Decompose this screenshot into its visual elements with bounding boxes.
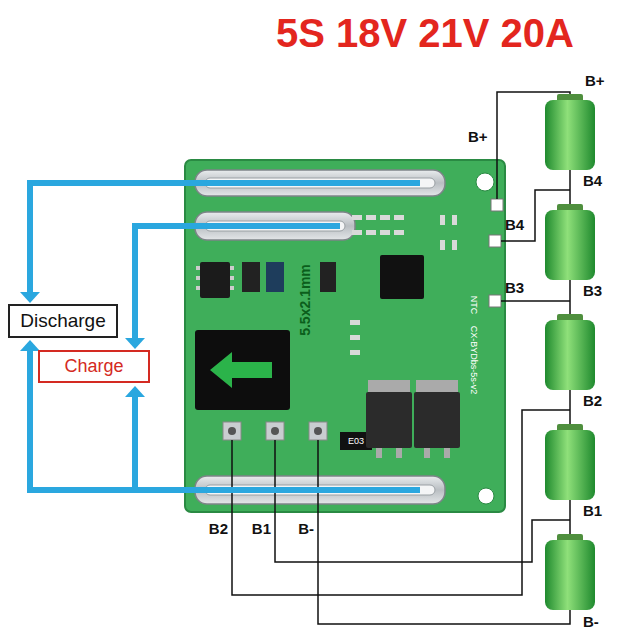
components-part <box>242 262 260 292</box>
battery-terminal-label: B- <box>583 613 599 631</box>
pad-label: B1 <box>252 520 271 538</box>
battery-cells-part <box>545 540 595 610</box>
components-part <box>368 380 410 392</box>
board-marking: NTC <box>469 296 479 315</box>
components-part <box>366 230 376 235</box>
balance-wires-part <box>569 500 571 534</box>
components-part <box>380 255 424 299</box>
current-arrows-part <box>30 350 420 490</box>
balance-wires-part <box>569 170 571 204</box>
balance-wires-part <box>569 280 571 314</box>
current-arrows-part <box>132 397 138 490</box>
box-label: Charge <box>64 356 123 376</box>
battery-cells <box>545 94 595 610</box>
pcb-board-part <box>478 488 494 504</box>
components-part <box>376 448 382 458</box>
components-part <box>196 276 200 280</box>
components-part <box>230 266 234 270</box>
components-part <box>196 286 200 290</box>
solder-pads-part <box>491 199 503 211</box>
solder-pads-part <box>223 422 241 440</box>
components-part <box>366 392 412 448</box>
dc-jack-part <box>195 330 290 410</box>
balance-wires-part <box>232 410 570 595</box>
solder-pads-part <box>266 422 284 440</box>
current-arrows-part <box>30 183 420 292</box>
battery-cells-part <box>545 430 595 500</box>
components-part <box>414 392 460 448</box>
component-marking: E03 <box>348 436 364 446</box>
pad-label: B- <box>298 520 314 538</box>
battery-cells-part <box>545 320 595 390</box>
components-part <box>320 262 336 292</box>
balance-wires <box>232 92 570 624</box>
components-part <box>440 240 445 250</box>
arrowheads-part <box>20 340 40 351</box>
balance-wires-part <box>275 440 570 562</box>
pcb-board-part <box>476 173 494 191</box>
solder-pads-part <box>228 427 236 435</box>
pcb-board <box>185 160 505 512</box>
components-part <box>266 262 284 292</box>
components-part <box>352 215 362 220</box>
discharge-box: Discharge <box>8 304 118 338</box>
dc-jack-part <box>210 352 272 388</box>
components-part <box>452 215 457 225</box>
components-part <box>350 335 360 340</box>
components-part <box>416 380 458 392</box>
pad-label: B2 <box>209 520 228 538</box>
pcb-board-part <box>185 160 505 512</box>
pad-label: B4 <box>505 216 524 234</box>
balance-wires-part <box>569 390 571 424</box>
battery-cells-part <box>545 100 595 170</box>
solder-pads-part <box>271 427 279 435</box>
solder-pads <box>223 199 503 440</box>
battery-terminal-label: B1 <box>583 502 602 520</box>
battery-terminal-label: B4 <box>583 172 602 190</box>
components-part <box>196 266 200 270</box>
components-part <box>230 286 234 290</box>
solder-pads-part <box>489 235 501 247</box>
solder-pads-part <box>489 295 501 307</box>
pad-label: B3 <box>505 279 524 297</box>
components-part <box>452 240 457 250</box>
components-part <box>440 215 445 225</box>
components-part <box>230 276 234 280</box>
components-part <box>380 215 390 220</box>
solder-pads-part <box>309 422 327 440</box>
arrowheads-part <box>125 386 145 397</box>
balance-wires-part <box>501 190 570 241</box>
components <box>196 215 460 458</box>
components-part <box>394 230 404 235</box>
components-part <box>380 230 390 235</box>
pad-label: B+ <box>468 128 488 146</box>
battery-terminal-label: B2 <box>583 392 602 410</box>
board-marking: CX-BYDbs-5s-v2 <box>469 326 479 395</box>
components-part <box>200 262 230 298</box>
balance-wires-part <box>501 300 570 302</box>
balance-wires-part <box>497 92 570 199</box>
dc-jack <box>195 330 290 410</box>
components-part <box>424 448 430 458</box>
arrowheads-part <box>125 338 145 349</box>
battery-cells-part <box>545 210 595 280</box>
dimension-label: 5.5x2.1mm <box>297 264 313 336</box>
box-label: Discharge <box>20 310 106 331</box>
battery-terminal-label: B3 <box>583 282 602 300</box>
diagram-title: 5S 18V 21V 20A <box>276 10 574 56</box>
components-part <box>350 320 360 325</box>
components-part <box>366 215 376 220</box>
solder-pads-part <box>314 427 322 435</box>
charge-box: Charge <box>38 350 150 383</box>
battery-terminal-label: B+ <box>585 72 605 90</box>
components-part <box>352 230 362 235</box>
current-arrows-part <box>135 226 340 338</box>
components-part <box>396 448 402 458</box>
components-part <box>394 215 404 220</box>
arrowheads-part <box>20 292 40 303</box>
balance-wires-part <box>318 440 570 624</box>
components-part <box>350 350 360 355</box>
components-part <box>444 448 450 458</box>
